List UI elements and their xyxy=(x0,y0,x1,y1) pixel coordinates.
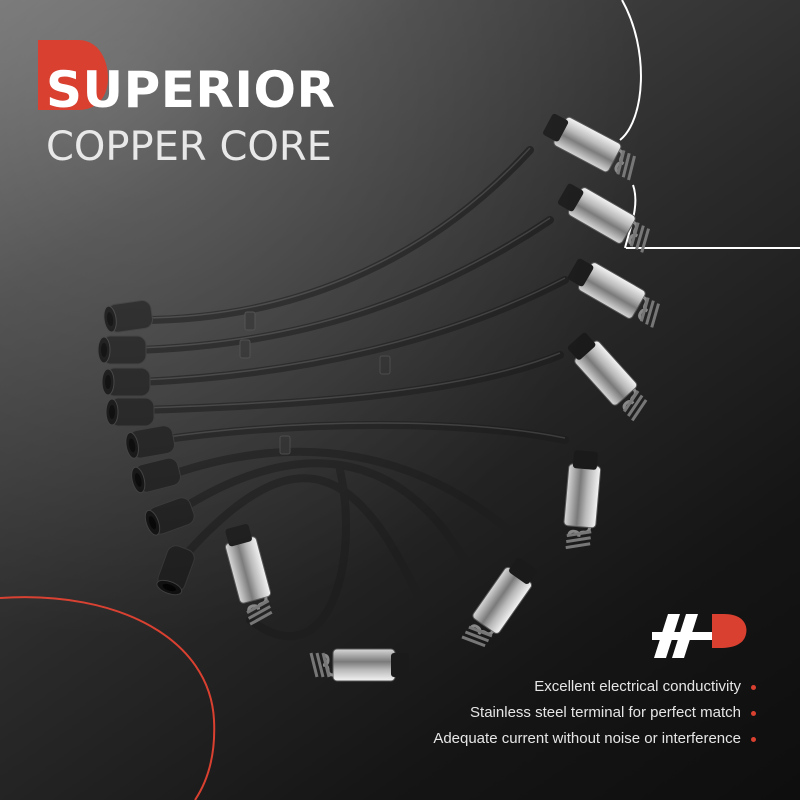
feature-text: Excellent electrical conductivity xyxy=(534,678,741,695)
feature-text: Stainless steel terminal for perfect mat… xyxy=(470,704,741,721)
feature-list: Excellent electrical conductivity Stainl… xyxy=(433,674,756,752)
headline: SUPERIOR COPPER CORE xyxy=(38,40,336,170)
subtitle-copper-core: COPPER CORE xyxy=(46,124,332,170)
title-superior: SUPERIOR xyxy=(46,62,336,118)
spark-plug-wire-set-icon xyxy=(97,107,668,683)
red-dot-icon xyxy=(751,710,756,716)
red-corner-badge-icon xyxy=(38,40,108,110)
feature-item: Adequate current without noise or interf… xyxy=(433,726,756,752)
title-lead-letters: SU xyxy=(46,61,124,119)
feature-item: Stainless steel terminal for perfect mat… xyxy=(433,700,756,726)
title-rest: PERIOR xyxy=(123,61,336,119)
feature-text: Adequate current without noise or interf… xyxy=(433,730,741,747)
red-dot-icon xyxy=(751,736,756,742)
ap-logo-icon xyxy=(650,612,750,665)
feature-item: Excellent electrical conductivity xyxy=(433,674,756,700)
red-dot-icon xyxy=(751,684,756,690)
